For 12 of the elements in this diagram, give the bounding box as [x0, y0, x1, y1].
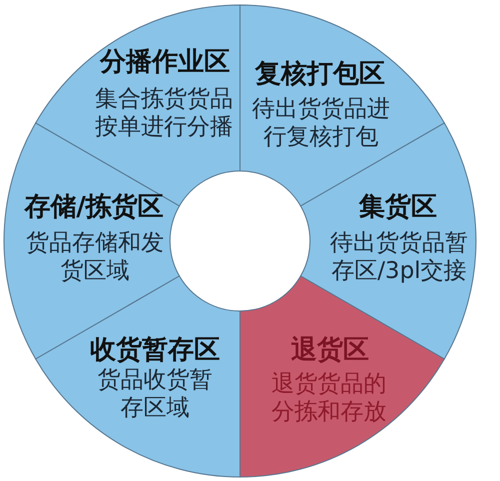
segment-description: 货品收货暂存区域 [96, 366, 214, 422]
segment-description: 待出货货品暂存区/3pl交接 [329, 229, 469, 285]
segment-title: 存储/拣货区 [24, 192, 164, 222]
segment-title: 复核打包区 [255, 59, 385, 89]
segment-title: 集货区 [359, 192, 437, 222]
segment-description: 集合拣货货品按单进行分播 [94, 85, 234, 141]
segment-title: 分播作业区 [100, 47, 230, 77]
segment-description: 货品存储和发货区域 [25, 229, 165, 285]
segment-title: 收货暂存区 [90, 335, 220, 365]
segment-title: 退货区 [291, 335, 369, 365]
segment-description: 退货货品的分拣和存放 [270, 370, 388, 426]
segment-description: 待出货货品进行复核打包 [251, 95, 391, 151]
